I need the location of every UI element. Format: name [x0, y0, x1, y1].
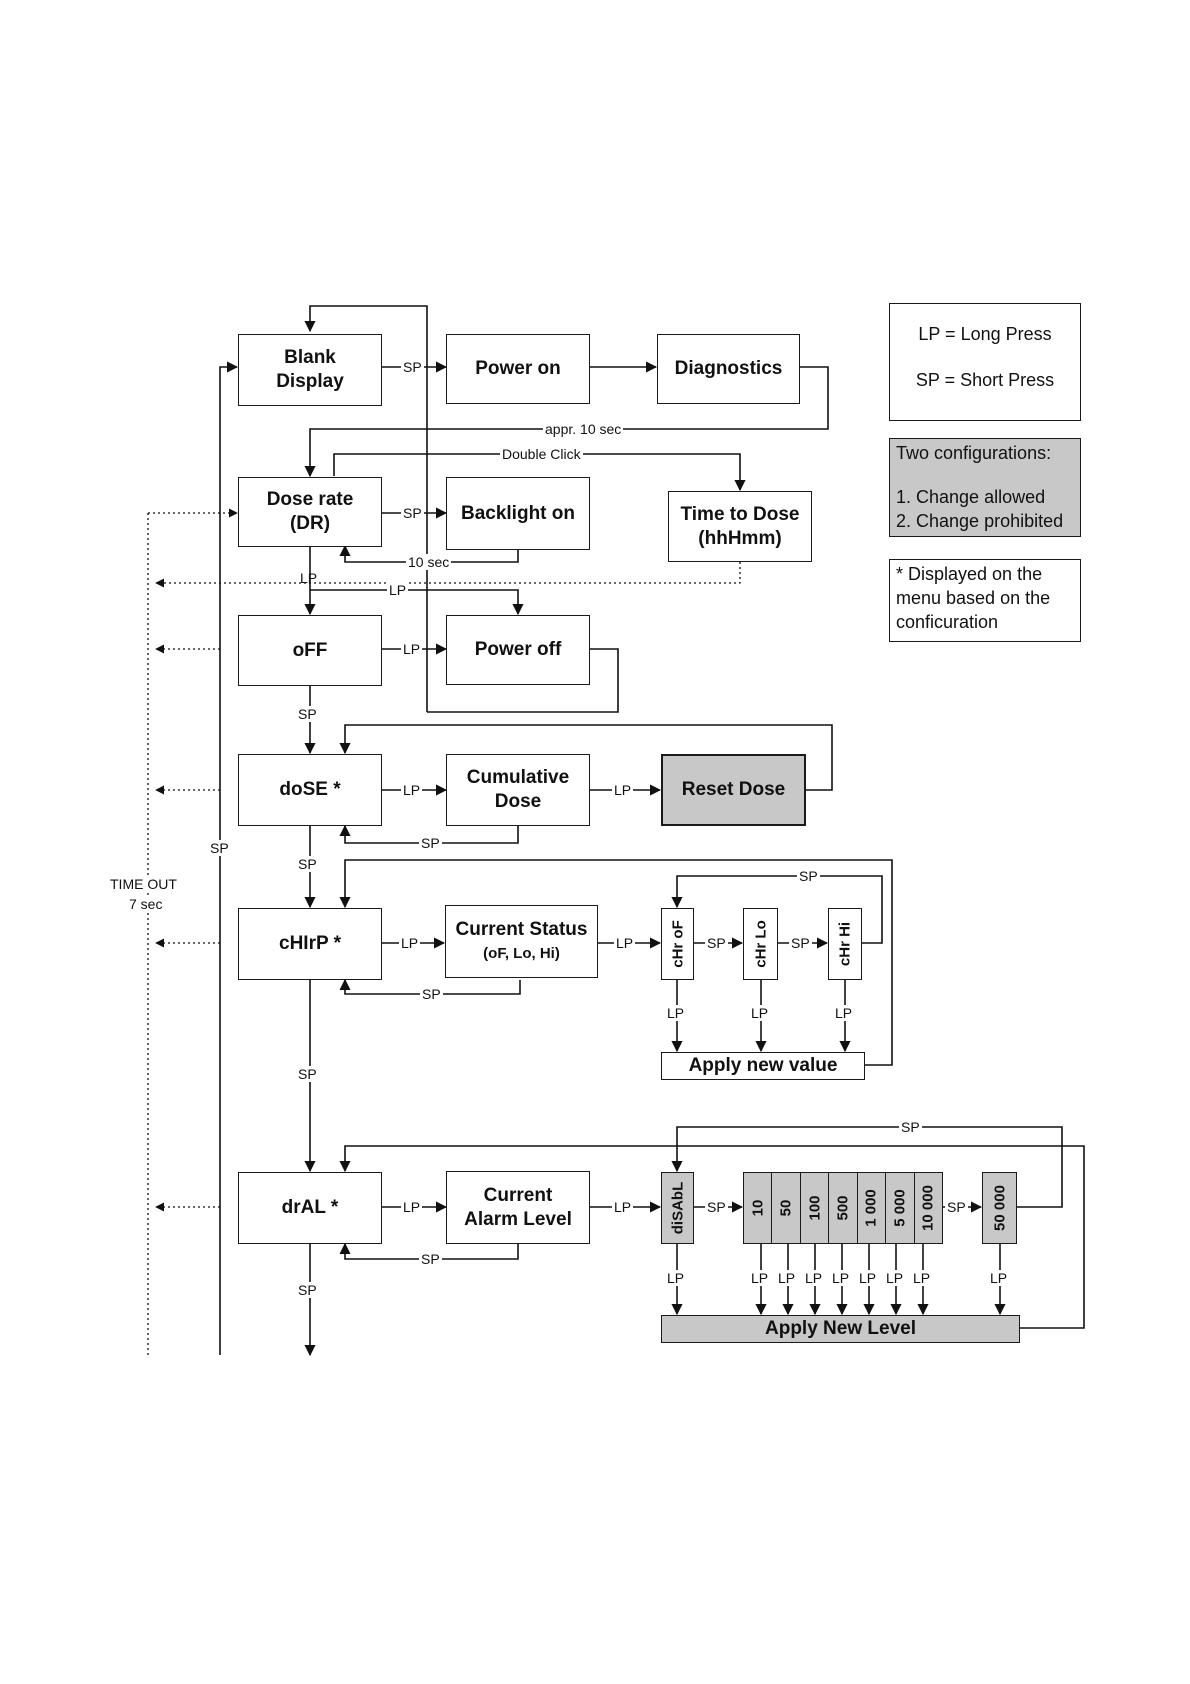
power-on-state: Power on	[446, 334, 590, 404]
asterisk-note: * Displayed on the menu based on the con…	[889, 559, 1081, 642]
lp-label-dral-alarm: LP	[401, 1199, 423, 1215]
lp-label-chrlo-apply: LP	[749, 1005, 771, 1021]
alarm-level-options: 10 50 100 500 1 000 5 000 10 000	[743, 1172, 943, 1244]
level-option-label: 50	[777, 1199, 795, 1217]
level-max-label: 50 000	[991, 1185, 1008, 1231]
configuration-1: 1. Change allowed	[896, 487, 1046, 507]
configurations-legend: Two configurations: 1. Change allowed 2.…	[889, 438, 1081, 537]
lp-label-chrhi-apply: LP	[833, 1005, 855, 1021]
lp-label-status-chrof: LP	[614, 935, 636, 951]
level-option: 10	[743, 1172, 773, 1244]
sp-label-chirp-dral: SP	[296, 1066, 319, 1082]
sp-label-dose-chirp: SP	[296, 856, 319, 872]
sp-label-alarm-back: SP	[419, 1251, 442, 1267]
level-option-label: 500	[834, 1195, 852, 1221]
lp-label-level-7: LP	[911, 1270, 933, 1286]
sp-label-dral-down: SP	[296, 1282, 319, 1298]
sp-label-status-back: SP	[420, 986, 443, 1002]
sp-label-levels-max: SP	[945, 1199, 968, 1215]
level-option-label: 1 000	[862, 1189, 880, 1227]
level-option: 1 000	[856, 1172, 887, 1244]
timeout-value-label: 7 sec	[127, 896, 165, 912]
current-status-label: Current Status	[455, 918, 588, 940]
sp-label-blank-power: SP	[401, 359, 424, 375]
level-option-label: 5 000	[891, 1189, 909, 1227]
sp-label-cumulative-back: SP	[419, 835, 442, 851]
level-option: 50	[771, 1172, 801, 1244]
current-alarm-level-state: Current Alarm Level	[446, 1171, 590, 1244]
chr-hi-option: cHr Hi	[828, 908, 862, 980]
diagnostics-state: Diagnostics	[657, 334, 800, 404]
sp-label-off-dose: SP	[296, 706, 319, 722]
configuration-2: 2. Change prohibited	[896, 511, 1064, 531]
sp-definition: SP = Short Press	[915, 370, 1055, 390]
dose-state: doSE *	[238, 754, 382, 826]
apply-new-value-state: Apply new value	[661, 1052, 865, 1080]
chr-of-label: cHr oF	[669, 920, 686, 968]
configurations-title: Two configurations:	[896, 443, 1052, 463]
time-to-dose-state: Time to Dose (hhHmm)	[668, 491, 812, 562]
sp-label-disable-levels: SP	[705, 1199, 728, 1215]
lp-label-dose-cumulative: LP	[401, 782, 423, 798]
chr-lo-option: cHr Lo	[743, 908, 778, 980]
sp-label-chrof-chrlo: SP	[705, 935, 728, 951]
chr-hi-label: cHr Hi	[836, 921, 854, 967]
lp-label-level-1: LP	[749, 1270, 771, 1286]
level-option: 500	[828, 1172, 858, 1244]
chr-of-option: cHr oF	[661, 908, 694, 980]
lp-label-dose-rate: LP	[300, 570, 318, 586]
lp-label-alarm-disable: LP	[612, 1199, 634, 1215]
disable-label: diSAbL	[669, 1181, 686, 1235]
level-option: 100	[799, 1172, 830, 1244]
lp-label-chirp-status: LP	[399, 935, 421, 951]
blank-display-state: Blank Display	[238, 334, 382, 406]
sp-label-chrlo-chrhi: SP	[789, 935, 812, 951]
lp-label-level-3: LP	[803, 1270, 825, 1286]
appr-10-sec-label: appr. 10 sec	[543, 421, 624, 437]
lp-label-level-6: LP	[884, 1270, 906, 1286]
press-legend: LP = Long Press SP = Short Press	[889, 303, 1081, 421]
level-option-label: 100	[806, 1195, 824, 1221]
dose-rate-state: Dose rate (DR)	[238, 477, 382, 547]
level-option: 10 000	[913, 1172, 943, 1244]
cumulative-dose-state: Cumulative Dose	[446, 754, 590, 826]
lp-label-level-5: LP	[857, 1270, 879, 1286]
double-click-label: Double Click	[500, 446, 583, 462]
lp-definition: LP = Long Press	[918, 324, 1052, 344]
lp-label-level-2: LP	[776, 1270, 798, 1286]
level-option-label: 10	[749, 1199, 767, 1217]
current-status-options: (oF, Lo, Hi)	[483, 944, 560, 962]
timeout-label: TIME OUT	[108, 876, 179, 892]
off-state: oFF	[238, 615, 382, 686]
lp-label-disable-apply: LP	[665, 1270, 687, 1286]
dral-state: drAL *	[238, 1172, 382, 1244]
backlight-on-state: Backlight on	[446, 477, 590, 550]
lp-label-level-4: LP	[830, 1270, 852, 1286]
power-off-state: Power off	[446, 615, 590, 685]
lp-label-cumulative-reset: LP	[612, 782, 634, 798]
chirp-state: cHIrP *	[238, 908, 382, 980]
lp-label-power-off-branch: LP	[387, 582, 409, 598]
lp-label-chrof-apply: LP	[665, 1005, 687, 1021]
sp-label-level-loop: SP	[899, 1119, 922, 1135]
current-status-state: Current Status (oF, Lo, Hi)	[445, 905, 598, 978]
sp-label-dose-backlight: SP	[401, 505, 424, 521]
reset-dose-state: Reset Dose	[661, 754, 806, 826]
sp-label-left-line: SP	[208, 840, 231, 856]
sp-label-chr-loop: SP	[797, 868, 820, 884]
disable-option: diSAbL	[661, 1172, 694, 1244]
lp-label-level-max: LP	[988, 1270, 1010, 1286]
level-option: 5 000	[885, 1172, 915, 1244]
apply-new-level-state: Apply New Level	[661, 1315, 1020, 1343]
chr-lo-label: cHr Lo	[752, 920, 769, 968]
lp-label-off-poweroff: LP	[401, 641, 423, 657]
level-option-max: 50 000	[982, 1172, 1017, 1244]
level-option-label: 10 000	[919, 1185, 937, 1231]
ten-sec-label: 10 sec	[406, 554, 452, 570]
